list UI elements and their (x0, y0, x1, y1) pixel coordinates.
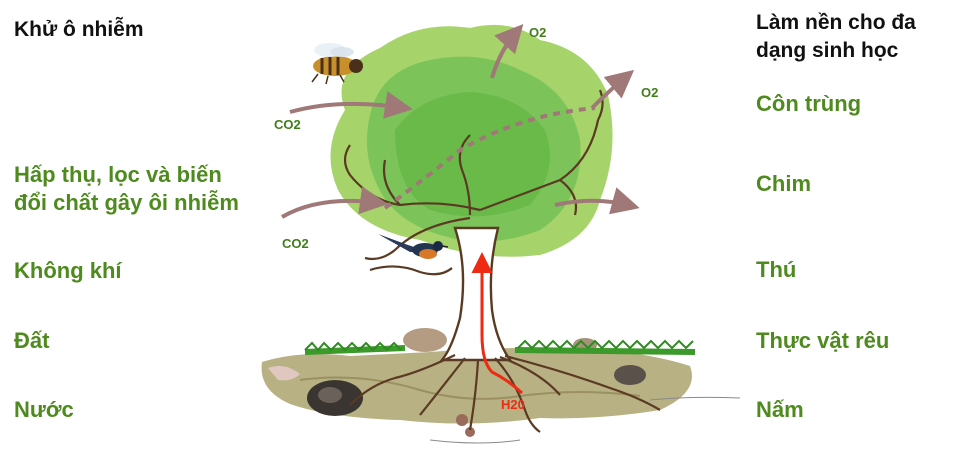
air-label: Không khí (14, 257, 122, 285)
mosses-label: Thực vật rêu (756, 327, 889, 355)
o2-right-label: O2 (641, 85, 658, 100)
h2o-label: H20 (501, 397, 525, 412)
tree-canopy (330, 25, 612, 257)
insects-label: Côn trùng (756, 90, 861, 118)
mammals-label: Thú (756, 256, 796, 284)
absorb-label-line1: Hấp thụ, lọc và biến (14, 161, 222, 189)
absorb-label-line2: đổi chất gây ôi nhiễm (14, 189, 239, 217)
co2-lower-label: CO2 (282, 236, 309, 251)
water-label: Nước (14, 396, 74, 424)
soil-label: Đất (14, 327, 49, 355)
fungi-label: Nấm (756, 396, 804, 424)
left-title: Khử ô nhiễm (14, 16, 144, 43)
birds-label: Chim (756, 170, 811, 198)
o2-top-label: O2 (529, 25, 546, 40)
right-title-line2: dạng sinh học (756, 37, 898, 64)
right-title-line1: Làm nền cho đa (756, 9, 916, 36)
co2-upper-label: CO2 (274, 117, 301, 132)
